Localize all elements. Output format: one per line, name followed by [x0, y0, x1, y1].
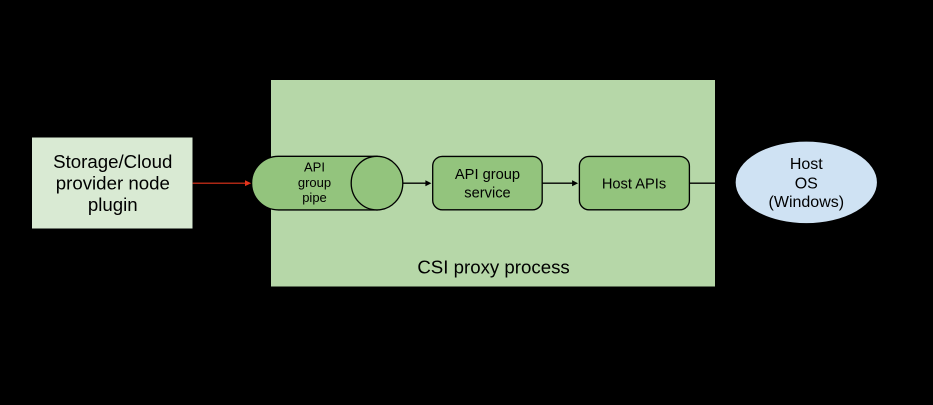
svg-text:Host: Host [790, 156, 823, 173]
svg-text:pipe: pipe [302, 190, 327, 205]
svg-text:OS: OS [795, 175, 818, 192]
svg-text:service: service [464, 185, 510, 201]
svg-text:Host APIs: Host APIs [602, 176, 666, 192]
svg-text:API: API [304, 160, 325, 175]
svg-text:plugin: plugin [88, 194, 138, 215]
svg-text:group: group [298, 175, 331, 190]
svg-text:provider node: provider node [56, 173, 170, 194]
svg-text:Storage/Cloud: Storage/Cloud [53, 151, 172, 172]
svg-text:(Windows): (Windows) [769, 194, 845, 211]
svg-text:API group: API group [455, 167, 520, 183]
svg-text:CSI proxy process: CSI proxy process [417, 257, 569, 278]
